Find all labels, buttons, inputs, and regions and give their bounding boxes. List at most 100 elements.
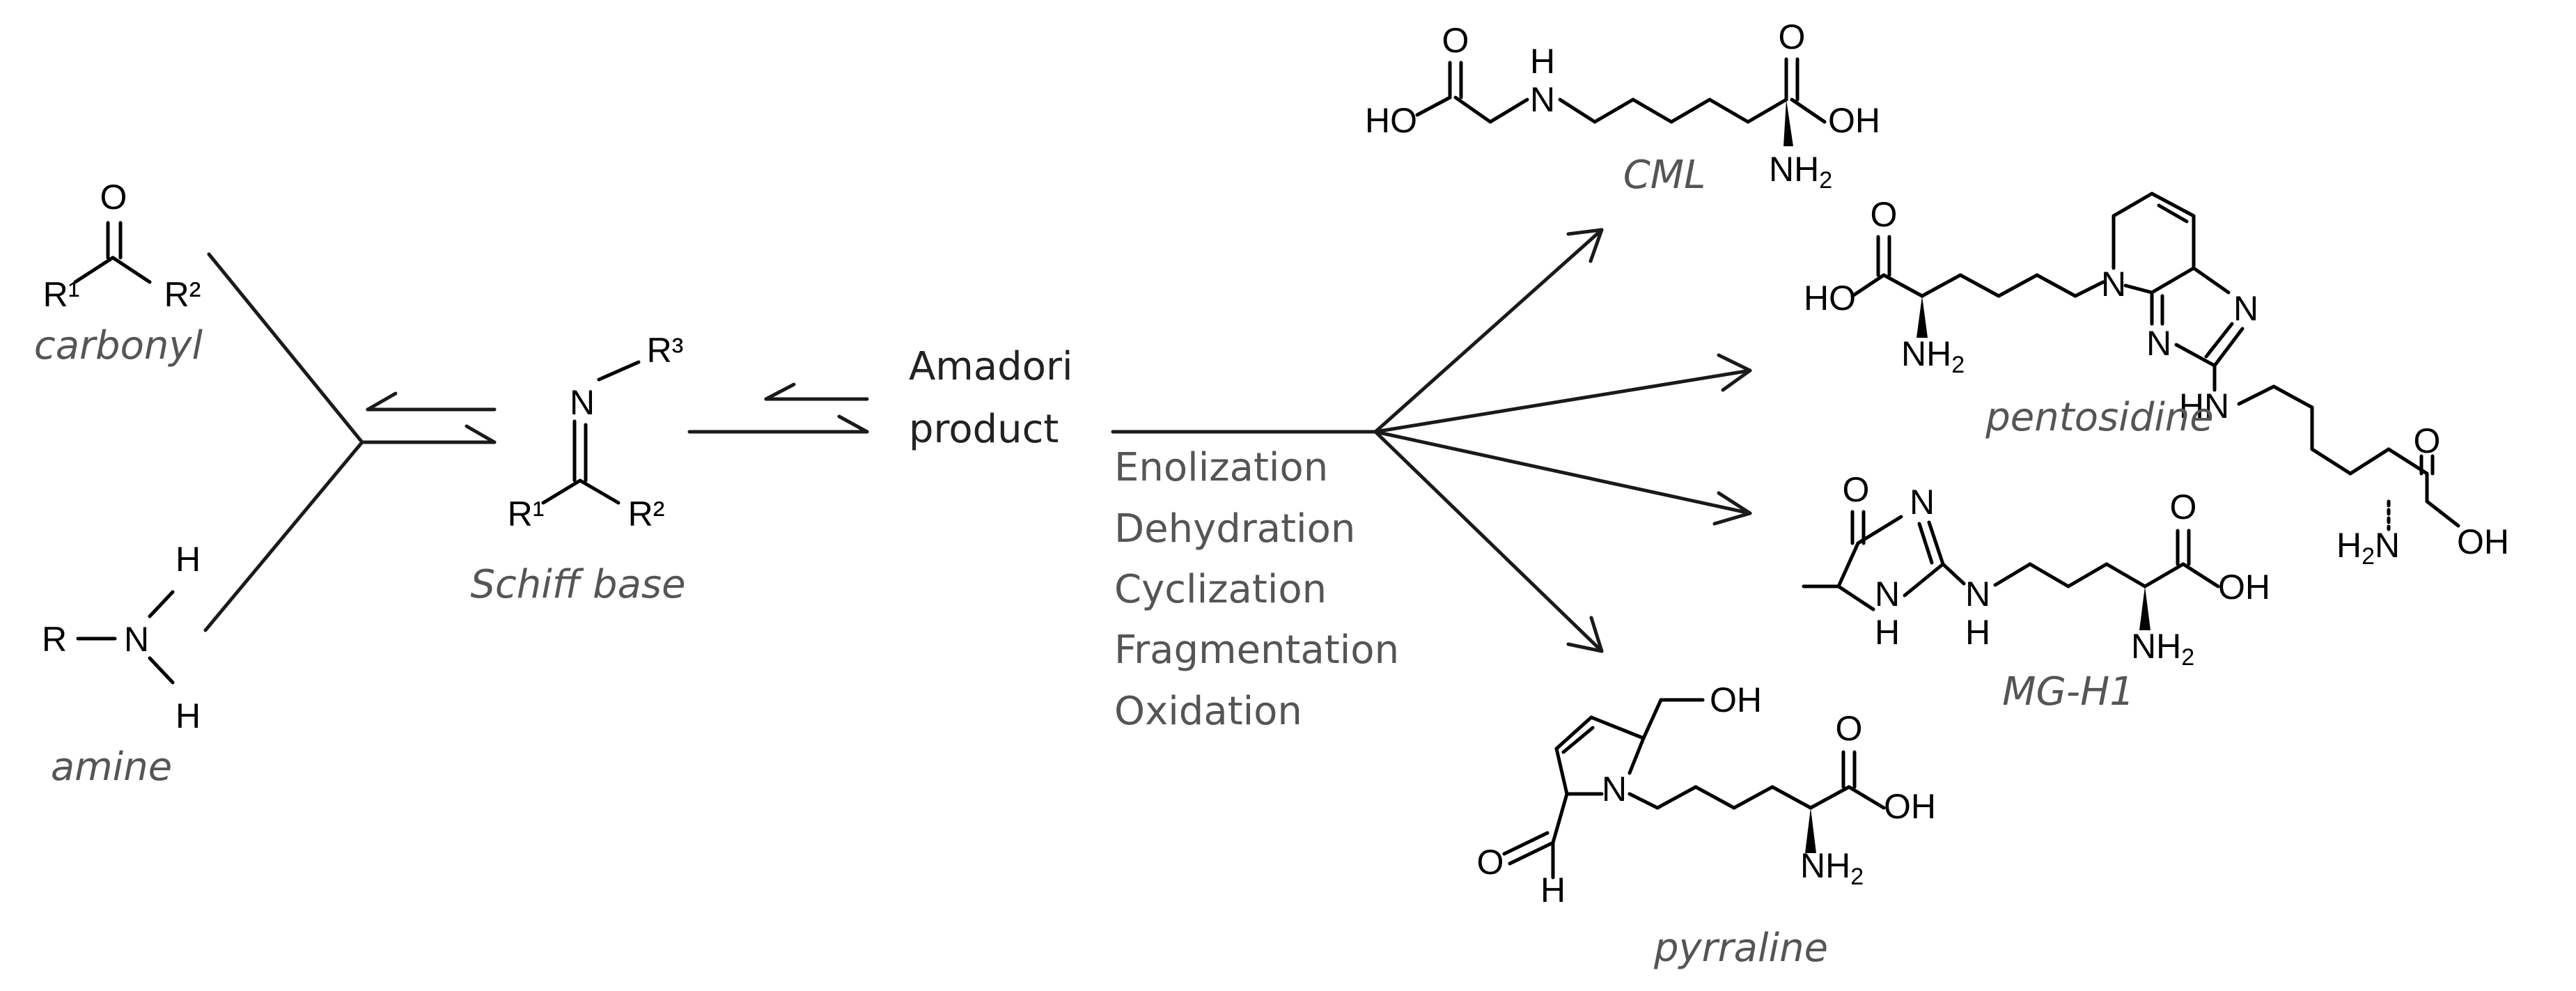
pyr-chain-3	[1694, 785, 1736, 810]
process-oxidation: Oxidation	[1114, 689, 1302, 734]
pyr-oh-atom: OH	[1884, 787, 1936, 826]
process-list: Enolization Dehydration Cyclization Frag…	[1114, 445, 1399, 734]
pyrraline-structure: OH N O H O OH NH2 pyrraline	[1477, 680, 1936, 971]
arrow-to-pyrraline	[1373, 430, 1604, 653]
mgh1-n-ring-atom: N	[1875, 575, 1900, 614]
pento-chain-8	[2425, 499, 2460, 528]
schiff-base-name: Schiff base	[470, 562, 685, 607]
amadori-label-line1: Amadori	[909, 344, 1073, 389]
reverse-arrow-head	[366, 391, 398, 412]
schiff-r3-atom: R³	[647, 331, 684, 370]
cml-o1-atom: O	[1442, 21, 1469, 60]
pyr-ald-o-b	[1502, 831, 1549, 856]
mgh1-link-1	[1941, 562, 1966, 586]
pento-wedge-bond	[1917, 296, 1928, 338]
process-cyclization: Cyclization	[1114, 567, 1327, 612]
mgh1-chain-5	[2143, 562, 2185, 588]
pyr-chain-4	[1732, 785, 1774, 810]
amine-n-atom: N	[124, 620, 149, 659]
schiff-n-atom: N	[570, 383, 595, 422]
pyr-chain-5	[1770, 785, 1813, 810]
mgh1-ring-2a	[1927, 520, 1945, 566]
pyr-ch2-1	[1641, 698, 1663, 740]
cml-h-atom: H	[1530, 42, 1555, 81]
arrow-to-pentosidine	[1373, 368, 1752, 434]
reverse-arrow-2-head	[764, 382, 796, 401]
pyr-ring-3	[1554, 747, 1569, 796]
cml-bond-9	[1746, 97, 1788, 124]
pento-nh2-atom: NH2	[1901, 334, 1965, 378]
pento-imid-4b	[2204, 322, 2234, 359]
forward-arrow-head	[465, 424, 497, 444]
mgh1-chain-2	[2028, 562, 2070, 588]
pento-bond-6	[2035, 273, 2077, 298]
carbonyl-r2-atom: R²	[164, 275, 201, 314]
pento-chain-2	[2272, 384, 2314, 409]
mgh1-o2-atom: O	[2170, 487, 2197, 526]
pyr-o1-atom: O	[1836, 709, 1863, 748]
mgh1-oh-atom: OH	[2218, 568, 2270, 607]
mgh1-n-top-atom: N	[1910, 483, 1935, 522]
pento-ring-6	[2123, 283, 2154, 295]
schiff-bond-r2	[578, 478, 620, 505]
pento-n-imid-atom: N	[2146, 324, 2171, 363]
pyr-ald-o-atom: O	[1477, 843, 1504, 882]
mgh1-wedge-bond	[2139, 586, 2150, 630]
carbonyl-structure: O R¹ R² carbonyl	[34, 178, 203, 368]
pyr-ring-2b	[1561, 726, 1595, 754]
pento-imid-4	[2212, 327, 2245, 368]
arrow-to-mgh1	[1373, 430, 1752, 515]
pentosidine-structure: HO O NH2 N N N HN	[1804, 192, 2509, 570]
amine-h-top-atom: H	[175, 540, 201, 579]
pento-bond-5	[1997, 273, 2039, 298]
pento-oh-atom: OH	[2457, 522, 2509, 561]
carbonyl-r1-atom: R¹	[43, 275, 80, 314]
cml-bond-10	[1790, 97, 1827, 124]
pento-h2n-atom: H2N	[2336, 526, 2400, 570]
mgh1-h-ring-atom: H	[1875, 613, 1900, 652]
pento-n-imid2-atom: N	[2233, 289, 2258, 328]
mgh1-h-link-atom: H	[1965, 613, 1990, 652]
pento-bond-3	[1920, 273, 1962, 298]
pyrraline-name: pyrraline	[1653, 926, 1828, 971]
mgh1-ring-2b	[1917, 522, 1934, 565]
amine-bond-h-top	[148, 590, 175, 618]
pento-n-ring-atom: N	[2101, 265, 2126, 304]
process-dehydration: Dehydration	[1114, 506, 1355, 552]
mgh1-ring-3	[1836, 541, 1860, 588]
cml-bond-2	[1453, 95, 1492, 124]
schiff-base-structure: N R³ R¹ R² Schiff base	[470, 331, 685, 607]
pyr-ald-1	[1551, 792, 1569, 845]
pento-imid-3	[2174, 343, 2217, 368]
pyr-chain-2	[1655, 785, 1698, 810]
pyr-ald-h-atom: H	[1540, 871, 1566, 910]
cml-oh-atom: OH	[1828, 101, 1880, 140]
amine-to-junction-line	[203, 440, 364, 632]
carbonyl-to-junction-line	[207, 252, 364, 444]
cml-nh2-atom: NH2	[1769, 150, 1832, 194]
process-fragmentation: Fragmentation	[1114, 627, 1399, 673]
pento-imid-2	[2192, 266, 2231, 295]
pyr-wedge-bond	[1805, 808, 1816, 853]
carbonyl-name: carbonyl	[34, 323, 203, 368]
pyr-chain-7	[1847, 785, 1886, 810]
arrow-to-pentosidine-head	[1717, 353, 1752, 392]
arrow-to-pyrraline-head	[1566, 616, 1604, 653]
cml-bond-7	[1669, 97, 1712, 124]
cml-wedge-bond	[1783, 100, 1793, 146]
schiff-r2-atom: R²	[628, 494, 665, 533]
amadori-label-line2: product	[909, 407, 1059, 452]
cml-name: CML	[1623, 153, 1706, 198]
schiff-bond-r1	[541, 478, 582, 505]
equilibrium-arrow-1	[360, 391, 497, 444]
amine-r-atom: R	[42, 620, 67, 659]
mgh1-nh2-atom: NH2	[2131, 627, 2194, 671]
pyr-ring-2	[1554, 715, 1593, 751]
pyr-ring-1	[1589, 715, 1646, 740]
equilibrium-arrow-2	[687, 382, 869, 434]
pyr-ring-5	[1627, 736, 1646, 775]
pyr-nh2-atom: NH2	[1800, 846, 1864, 890]
mgh1-chain-6	[2181, 562, 2220, 588]
amine-name: amine	[51, 744, 172, 790]
